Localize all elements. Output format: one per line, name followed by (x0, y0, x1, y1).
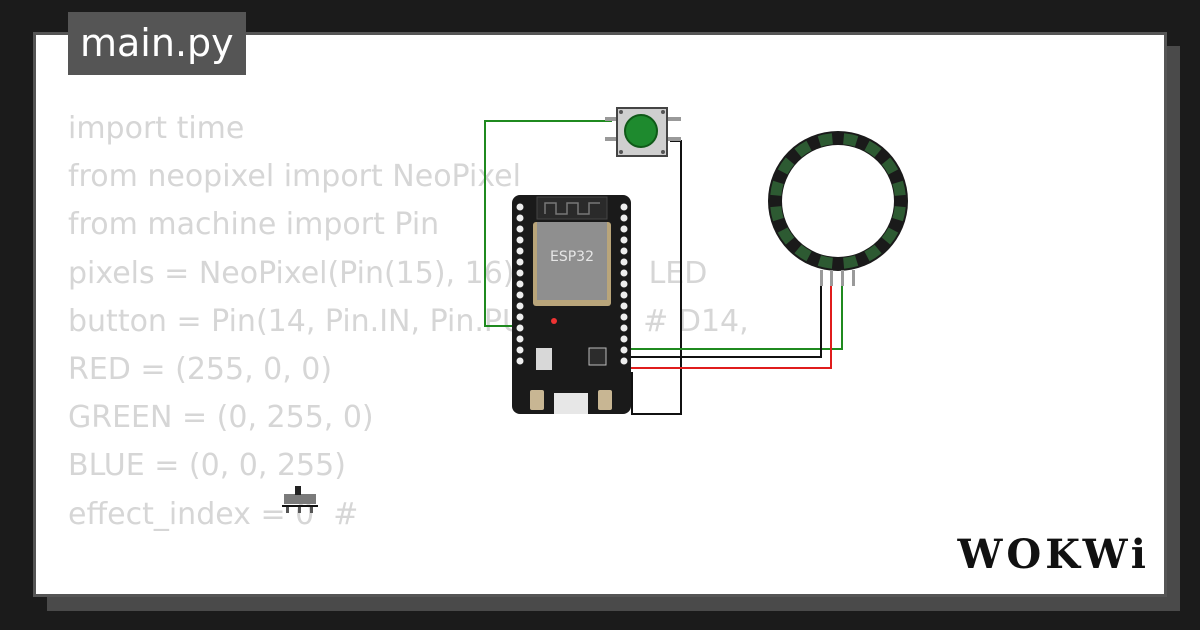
button-leg (667, 117, 681, 121)
code-line: from neopixel import NeoPixel (68, 159, 521, 195)
button-green-wire[interactable] (484, 120, 612, 327)
neopixel-led (770, 180, 784, 196)
chip-label: ESP32 (550, 249, 594, 265)
esp32-chip (537, 222, 607, 300)
switch-knob[interactable] (295, 486, 301, 495)
usb-port (554, 393, 588, 414)
slide-switch[interactable] (282, 486, 318, 513)
switch-pin (298, 507, 301, 513)
neopixel-led (881, 157, 899, 175)
file-tab[interactable]: main.py (68, 12, 246, 75)
ring-pin (852, 270, 855, 286)
switch-body (284, 494, 316, 504)
header-pins-left (516, 203, 524, 365)
neopixel-led (817, 133, 833, 147)
pushbutton[interactable] (605, 107, 681, 157)
antenna-area (536, 196, 608, 220)
neopixel-led (843, 255, 859, 269)
neopixel-led (864, 140, 882, 158)
button-leg (605, 137, 618, 141)
header-pins-right (620, 203, 628, 365)
neopixel-led (777, 157, 795, 175)
switch-base (282, 505, 318, 507)
regulator (536, 348, 552, 370)
neopixel-led (794, 244, 812, 262)
ring-pin (841, 270, 844, 286)
neopixel-ring[interactable] (768, 131, 908, 286)
code-line: GREEN = (0, 255, 0) (68, 400, 374, 436)
ring-red-wire[interactable] (624, 285, 832, 369)
button-leg (605, 117, 618, 121)
neopixel-led (770, 206, 784, 222)
ring-black-wire[interactable] (624, 285, 822, 358)
neopixel-led (892, 206, 906, 222)
switch-pin (286, 507, 289, 513)
code-line: from machine import Pin (68, 207, 440, 243)
code-editor: import time from neopixel import NeoPixel… (68, 105, 749, 539)
ring-pin (830, 270, 833, 286)
button-cap[interactable] (624, 114, 658, 148)
ring-green-wire[interactable] (624, 285, 843, 350)
ring-pixels (770, 133, 906, 269)
button-black-wire[interactable] (624, 140, 682, 415)
neopixel-led (817, 255, 833, 269)
power-led (551, 318, 557, 324)
code-line: effect_index = 0 # (68, 496, 359, 532)
usb-uart-chip (588, 347, 607, 366)
neopixel-led (892, 180, 906, 196)
ring-pin (820, 270, 823, 286)
neopixel-led (864, 244, 882, 262)
esp32-board[interactable]: ESP32 (512, 195, 631, 414)
neopixel-led (843, 133, 859, 147)
wokwi-logo: WOKWi (957, 531, 1150, 578)
neopixel-led (777, 227, 795, 245)
reset-button[interactable] (598, 390, 612, 410)
ring-center (782, 145, 894, 257)
button-leg (667, 137, 681, 141)
code-line: BLUE = (0, 0, 255) (68, 448, 346, 484)
switch-pin (310, 507, 313, 513)
neopixel-led (794, 140, 812, 158)
boot-button[interactable] (530, 390, 544, 410)
code-line: RED = (255, 0, 0) (68, 352, 333, 388)
neopixel-led (881, 227, 899, 245)
code-line: import time (68, 111, 245, 146)
